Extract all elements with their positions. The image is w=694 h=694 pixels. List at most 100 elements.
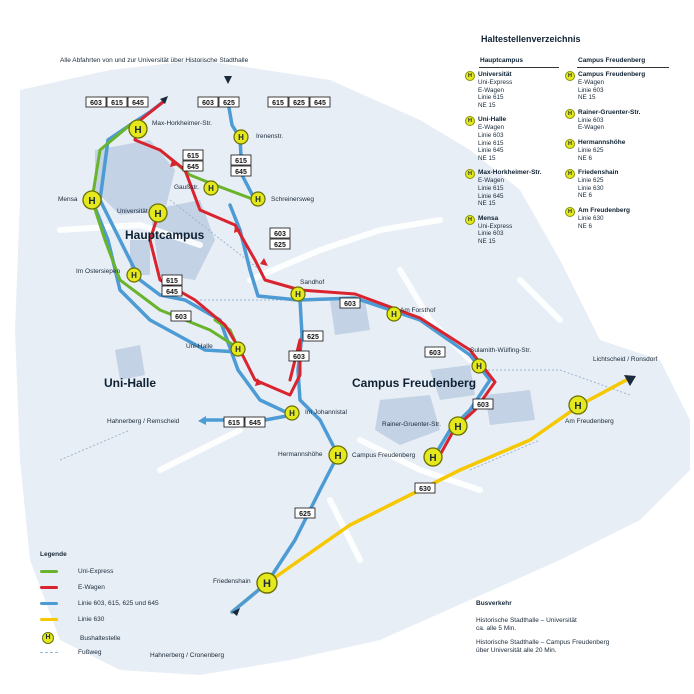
legend-item: Uni-Express xyxy=(40,568,113,575)
legend-label: Bushaltestelle xyxy=(80,634,121,642)
directory-stop-name: Campus Freudenberg xyxy=(578,71,646,78)
area-uni-halle: Uni-Halle xyxy=(104,376,157,390)
badge-645: 645 xyxy=(235,169,247,176)
stop-uni-halle[interactable]: H xyxy=(230,341,246,357)
svg-text:H: H xyxy=(391,310,397,319)
directory-col1-title: Hauptcampus xyxy=(480,57,523,64)
badge-625-center: 625 xyxy=(302,330,324,342)
stop-sandhof[interactable]: H xyxy=(290,286,306,302)
legend-item: H Bushaltestelle xyxy=(40,632,120,644)
directory-line: Linie 625 xyxy=(578,146,604,154)
directory-line: NE 15 xyxy=(478,101,496,109)
label-am-forsthof: Am Forsthof xyxy=(400,307,436,314)
legend-label: E-Wagen xyxy=(78,584,105,591)
directory-line: NE 15 xyxy=(478,154,496,162)
buildings xyxy=(95,140,535,445)
bus-stop-icon: H xyxy=(465,71,475,81)
legend-item: E-Wagen xyxy=(40,584,105,591)
stop-hermannshoehe[interactable]: H xyxy=(328,445,348,465)
svg-text:603: 603 xyxy=(293,354,305,361)
directory-line: Linie 603 xyxy=(578,116,604,124)
label-hermannshoehe: Hermannshöhe xyxy=(278,451,323,458)
badge-603-freudenberg: 603 xyxy=(472,398,494,410)
directory-line: NE 15 xyxy=(578,94,596,102)
stop-gaussstr[interactable]: H xyxy=(203,180,219,196)
bus-stop-icon: H xyxy=(565,71,575,81)
stop-mensa[interactable]: H xyxy=(82,190,102,210)
directory-stop-name: Max-Horkheimer-Str. xyxy=(478,169,542,177)
legend-label: Uni-Express xyxy=(78,568,114,575)
bus-stop-icon: H xyxy=(565,206,575,217)
directory-stop-name: Mensa xyxy=(478,214,499,222)
directory-stop-name: Hermannshöhe xyxy=(578,138,626,146)
svg-text:H: H xyxy=(238,133,244,142)
stop-sulamith[interactable]: H xyxy=(471,358,487,374)
svg-text:603: 603 xyxy=(477,402,489,409)
busverkehr-block: Busverkehr Historische Stadthalle – Univ… xyxy=(476,600,676,655)
stop-am-freudenberg[interactable]: H xyxy=(568,395,588,415)
area-campus-freudenberg: Campus Freudenberg xyxy=(352,376,477,390)
stop-irenenstr[interactable]: H xyxy=(233,129,249,145)
stop-max-horkheimer[interactable]: H xyxy=(128,119,148,139)
directory-line: NE 6 xyxy=(578,222,592,230)
stop-im-ostersiepen[interactable]: H xyxy=(126,267,142,283)
directory-stop-name: Friedenshain xyxy=(578,169,619,177)
badge-group-615-645-irenenstr: 615 645 xyxy=(230,154,252,177)
directory-line: Linie 625 xyxy=(578,177,604,185)
directory-col2-title: Campus Freudenberg xyxy=(578,57,646,64)
line-swatch xyxy=(40,602,58,605)
label-uni-halle-stop: Uni-Halle xyxy=(186,343,213,350)
stop-campus-freudenberg[interactable]: H xyxy=(423,447,443,467)
directory-line: Linie 603 xyxy=(478,131,504,139)
bus-stop-icon: H xyxy=(465,214,475,225)
badge-603-unihalle: 603 xyxy=(170,310,192,322)
label-sulamith: Sulamith-Wülfing-Str. xyxy=(470,347,532,354)
stop-schreinersweg[interactable]: H xyxy=(250,191,266,207)
directory-line: NE 15 xyxy=(478,237,496,245)
area-hauptcampus: Hauptcampus xyxy=(125,228,205,242)
stop-friedenshain[interactable]: H xyxy=(256,572,278,594)
stop-im-johannistal[interactable]: H xyxy=(284,405,300,421)
svg-text:H: H xyxy=(289,409,295,418)
directory-title: Haltestellenverzeichnis xyxy=(481,34,581,44)
legend-label: Linie 630 xyxy=(78,616,105,623)
bus-stops: H H H H H H H H H H H H H H H H H xyxy=(82,119,588,594)
legend-item: Linie 630 xyxy=(40,616,104,623)
label-mensa: Mensa xyxy=(58,196,78,203)
label-hahnerberg-remscheid: Hahnerberg / Remscheid xyxy=(107,418,180,425)
stop-universitaet[interactable]: H xyxy=(148,203,168,223)
directory-stop-name: Uni-Halle xyxy=(478,116,507,124)
directory-line: Linie 615 xyxy=(478,94,504,102)
label-irenenstr: Irenenstr. xyxy=(256,133,284,140)
svg-text:625: 625 xyxy=(299,511,311,518)
bus-stop-icon: H xyxy=(565,138,575,149)
directory-line: E-Wagen xyxy=(478,86,505,94)
bus-stop-icon: H xyxy=(42,632,54,644)
label-hahnerberg-cronenberg: Hahnerberg / Cronenberg xyxy=(150,652,225,659)
directory-stop-name: Universität xyxy=(478,71,512,78)
svg-text:603: 603 xyxy=(429,350,441,357)
label-am-freudenberg: Am Freudenberg xyxy=(565,418,614,425)
svg-text:H: H xyxy=(574,401,581,412)
svg-text:H: H xyxy=(255,195,261,204)
stop-am-forsthof[interactable]: H xyxy=(386,306,402,322)
badge-group-603-615-645-top: 603 615 645 xyxy=(85,96,149,108)
footpath-swatch xyxy=(40,652,58,653)
busverkehr-line2b: über Universität alle 20 Min. xyxy=(476,647,557,654)
stop-rainer-gruenter[interactable]: H xyxy=(448,416,468,436)
badge-group-615-625-645-top: 615 625 645 xyxy=(267,96,331,108)
directory-stop-name: Rainer-Gruenter-Str. xyxy=(578,108,641,116)
label-im-ostersiepen: Im Ostersiepen xyxy=(76,268,121,275)
directory-stop-name: Am Freudenberg xyxy=(578,206,631,214)
svg-text:H: H xyxy=(154,209,161,220)
legend-title: Legende xyxy=(40,551,67,558)
svg-text:H: H xyxy=(429,453,436,464)
badge-645: 645 xyxy=(132,100,144,107)
